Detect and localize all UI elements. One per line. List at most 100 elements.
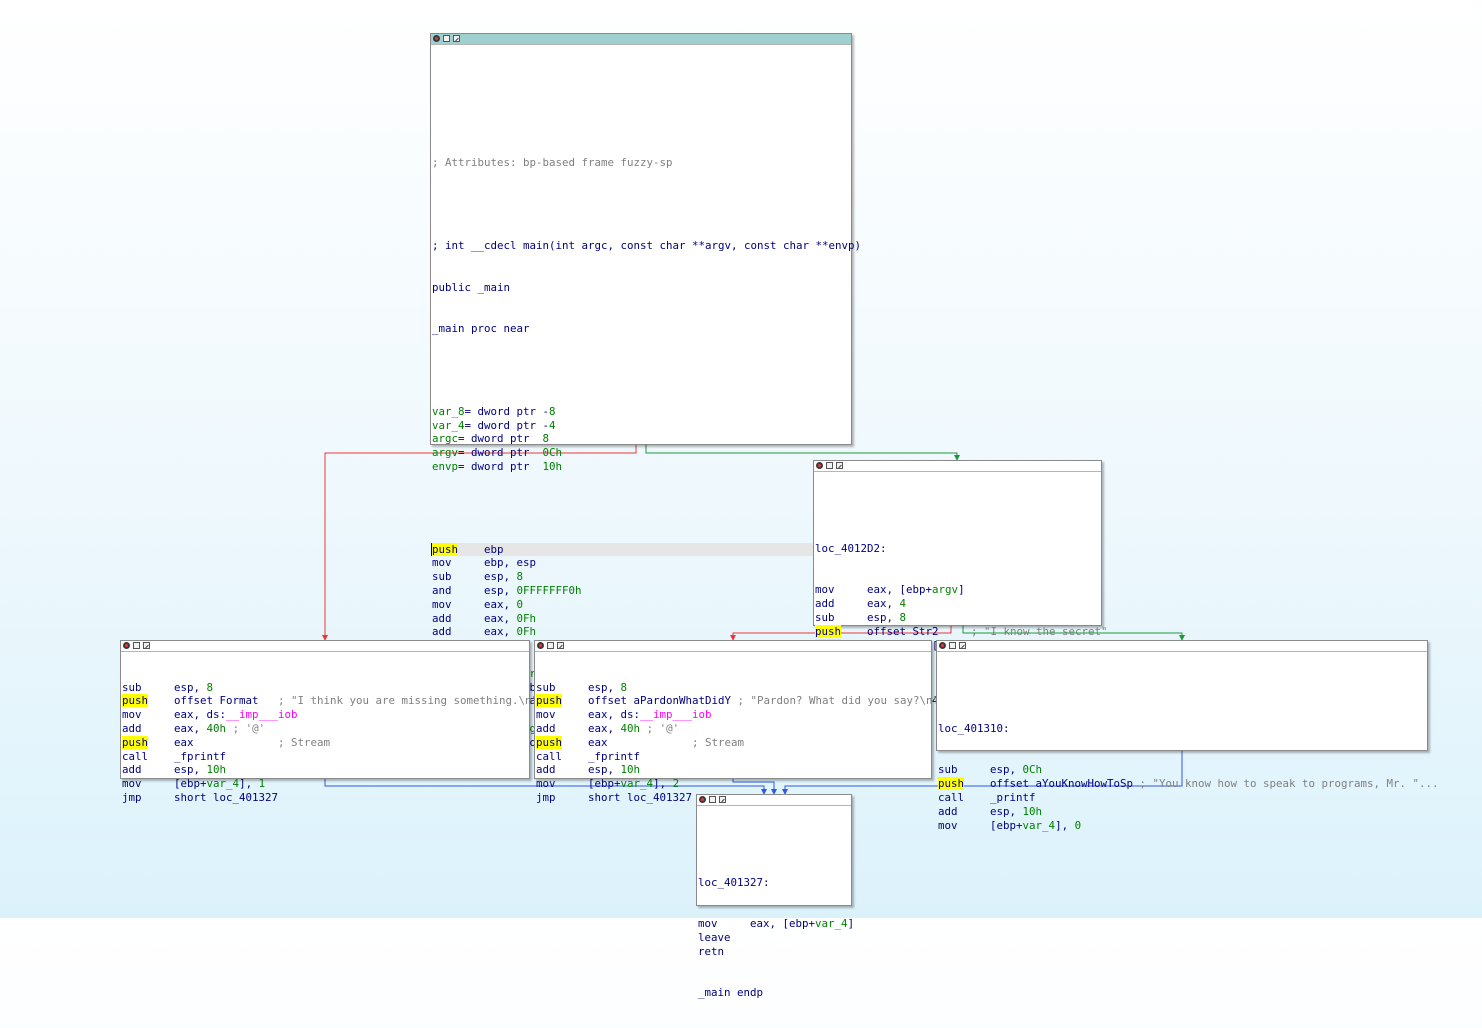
instruction-line[interactable]: mov [ebp+var_4], 2 xyxy=(536,777,931,791)
instruction-line[interactable]: sub esp, 8 xyxy=(536,681,931,695)
instruction-line[interactable]: add esp, 10h xyxy=(938,805,1427,819)
instruction-line[interactable]: mov ebp, esp xyxy=(432,556,851,570)
node-loc-4012d2[interactable]: loc_4012D2: mov eax, [ebp+argv]add eax, … xyxy=(813,460,1108,707)
instruction-line[interactable]: sub esp, 8 xyxy=(815,611,1101,625)
node-main[interactable]: ; Attributes: bp-based frame fuzzy-sp ; … xyxy=(430,33,861,749)
stack-var-name[interactable]: var_8 xyxy=(432,404,465,418)
instruction-line[interactable]: sub esp, 0Ch xyxy=(938,763,1427,777)
instruction-line[interactable]: call _printf xyxy=(938,791,1427,805)
text-view-icon[interactable] xyxy=(949,642,956,649)
operand: esp, 0Ch xyxy=(990,763,1043,777)
color-icon[interactable] xyxy=(816,462,823,469)
instruction-line[interactable]: push eax ; Stream xyxy=(536,735,931,750)
instruction-line[interactable]: push offset Format ; "I think you are mi… xyxy=(122,694,538,708)
instruction-line[interactable]: call _fprintf xyxy=(122,750,529,764)
stack-var-name[interactable]: argc xyxy=(432,432,459,446)
instruction-line[interactable]: add eax, 0Fh xyxy=(432,612,851,626)
group-icon[interactable] xyxy=(143,642,150,649)
instruction-line[interactable]: sub esp, 8 xyxy=(122,681,529,695)
operand: esp, 8 xyxy=(174,680,214,694)
mnemonic: push xyxy=(815,624,842,638)
mnemonic: add xyxy=(432,611,452,625)
comment: ; "I know the secret" xyxy=(971,624,1108,638)
instruction-line[interactable]: mov [ebp+var_4], 0 xyxy=(938,819,1427,833)
operand: short loc_401327 xyxy=(588,790,693,804)
operand: offset aYouKnowHowToSp xyxy=(990,777,1140,791)
instruction-line[interactable]: sub esp, 8 xyxy=(432,570,851,584)
mnemonic: add xyxy=(122,763,142,777)
instruction-line[interactable]: mov eax, [ebp+argv] xyxy=(815,583,1101,597)
block-label[interactable]: loc_4012D2: xyxy=(815,541,887,555)
instruction-line[interactable]: add eax, 4 xyxy=(815,597,1101,611)
mnemonic: mov xyxy=(536,708,556,722)
block-label[interactable]: loc_401327: xyxy=(698,875,770,889)
stack-var-name[interactable]: argv xyxy=(432,446,459,460)
instruction-line[interactable]: add eax, 0Fh xyxy=(432,625,851,639)
instruction-line[interactable]: push eax ; Stream xyxy=(122,735,529,750)
operand: offset Str2 xyxy=(867,624,972,638)
text-view-icon[interactable] xyxy=(709,796,716,803)
stack-var-line[interactable]: var_4= dword ptr -4 xyxy=(432,419,851,433)
group-icon[interactable] xyxy=(557,642,564,649)
instruction-line[interactable]: add eax, 40h ; '@' xyxy=(122,722,529,736)
instruction-line[interactable]: add eax, 40h ; '@' xyxy=(536,722,931,736)
instruction-line[interactable]: push offset Str2 ; "I know the secret" xyxy=(815,624,1108,639)
mnemonic: push xyxy=(122,735,149,749)
stack-var-line[interactable]: var_8= dword ptr -8 xyxy=(432,405,851,419)
color-icon[interactable] xyxy=(433,35,440,42)
instruction-line[interactable]: mov eax, ds:__imp___iob xyxy=(122,708,529,722)
color-icon[interactable] xyxy=(537,642,544,649)
instruction-line[interactable]: call _fprintf xyxy=(536,750,931,764)
operand: esp, 8 xyxy=(484,570,524,584)
text-view-icon[interactable] xyxy=(133,642,140,649)
stack-var-line[interactable]: argv= dword ptr 0Ch xyxy=(432,446,851,460)
instruction-line[interactable]: retn xyxy=(698,945,851,959)
instruction-line[interactable]: add esp, 10h xyxy=(122,763,529,777)
mnemonic: add xyxy=(432,625,452,639)
operand: eax, 40h xyxy=(174,721,227,735)
operand: eax, 0Fh xyxy=(484,611,537,625)
operand: eax, [ebp+argv] xyxy=(867,583,965,597)
operand: esp, 10h xyxy=(174,763,227,777)
stack-var-name[interactable]: var_4 xyxy=(432,418,465,432)
instruction-line[interactable]: push offset aPardonWhatDidY ; "Pardon? W… xyxy=(536,694,939,708)
mnemonic: retn xyxy=(698,944,725,958)
group-icon[interactable] xyxy=(836,462,843,469)
operand: esp, 8 xyxy=(867,610,907,624)
text-view-icon[interactable] xyxy=(826,462,833,469)
instruction-line[interactable]: add esp, 10h xyxy=(536,763,931,777)
mnemonic: sub xyxy=(815,610,835,624)
node-loc-401327[interactable]: loc_401327: mov eax, [ebp+var_4]leave re… xyxy=(696,794,854,999)
color-icon[interactable] xyxy=(939,642,946,649)
text-view-icon[interactable] xyxy=(443,35,450,42)
color-icon[interactable] xyxy=(699,796,706,803)
stack-var-line[interactable]: argc= dword ptr 8 xyxy=(432,432,851,446)
instruction-line[interactable]: leave xyxy=(698,931,851,945)
mnemonic: call xyxy=(938,790,965,804)
endp-line: _main endp xyxy=(698,986,764,1000)
instruction-line[interactable]: mov eax, ds:__imp___iob xyxy=(536,708,931,722)
block-label[interactable]: loc_401310: xyxy=(938,721,1010,735)
stack-var-line[interactable]: envp= dword ptr 10h xyxy=(432,460,851,474)
stack-var-name[interactable]: envp xyxy=(432,459,459,473)
instruction-line[interactable]: mov [ebp+var_4], 1 xyxy=(122,777,529,791)
instruction-line[interactable]: push offset aYouKnowHowToSp ; "You know … xyxy=(938,777,1439,791)
group-icon[interactable] xyxy=(959,642,966,649)
instruction-line[interactable]: push ebp xyxy=(431,542,851,557)
group-icon[interactable] xyxy=(719,796,726,803)
instruction-line[interactable]: mov eax, 0 xyxy=(432,598,851,612)
instruction-line[interactable]: mov eax, [ebp+var_4] xyxy=(698,917,854,931)
color-icon[interactable] xyxy=(123,642,130,649)
instruction-line[interactable]: jmp short loc_401327 xyxy=(536,791,931,805)
comment: ; '@' xyxy=(646,721,680,735)
instruction-line[interactable]: and esp, 0FFFFFFF0h xyxy=(432,584,851,598)
text-view-icon[interactable] xyxy=(547,642,554,649)
instruction-line[interactable]: jmp short loc_401327 xyxy=(122,791,529,805)
group-icon[interactable] xyxy=(453,35,460,42)
